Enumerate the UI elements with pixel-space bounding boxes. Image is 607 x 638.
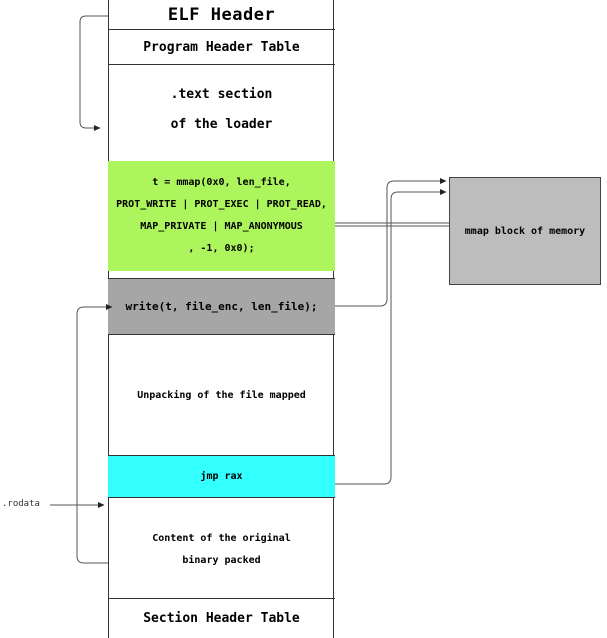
separator [108,29,335,30]
jmp-rax-block: jmp rax [108,455,335,498]
jmp-rax-label: jmp rax [200,471,243,482]
write-call-block: write(t, file_enc, len_file); [108,278,335,335]
packed-content-line1: Content of the original [152,533,291,544]
packed-content-block: Content of the original binary packed [108,520,335,580]
text-section-label-line1: .text section [170,87,273,102]
write-call-label: write(t, file_enc, len_file); [125,300,318,313]
packed-content-line2: binary packed [182,555,261,566]
mmap-memory-label: mmap block of memory [464,225,586,237]
mmap-memory-block: mmap block of memory [449,177,601,285]
separator [108,64,335,65]
mmap-call-line: t = mmap(0x0, len_file, [152,177,291,188]
elf-header-label: ELF Header [167,4,276,25]
text-section-label-line2: of the loader [170,117,273,132]
entry-arrow [79,15,108,131]
separator [108,598,335,599]
unpacking-label: Unpacking of the file mapped [137,389,306,401]
unpacking-block: Unpacking of the file mapped [108,336,335,454]
section-header-table-block: Section Header Table [108,599,335,638]
text-section-block: .text section of the loader [108,80,335,140]
rodata-label: .rodata [2,499,40,509]
section-header-table-label: Section Header Table [143,611,300,626]
program-header-table-block: Program Header Table [108,30,335,64]
mmap-call-line: PROT_WRITE | PROT_EXEC | PROT_READ, [116,199,327,210]
mmap-call-line: MAP_PRIVATE | MAP_ANONYMOUS [140,221,303,232]
loop-arrow [76,304,113,564]
mmap-call-line: , -1, 0x0); [188,243,255,254]
program-header-table-label: Program Header Table [143,39,300,55]
elf-header-block: ELF Header [108,0,335,29]
mmap-call-block: t = mmap(0x0, len_file, PROT_WRITE | PRO… [108,161,335,271]
write-arrow [335,178,447,307]
jmp-arrow [335,189,447,485]
